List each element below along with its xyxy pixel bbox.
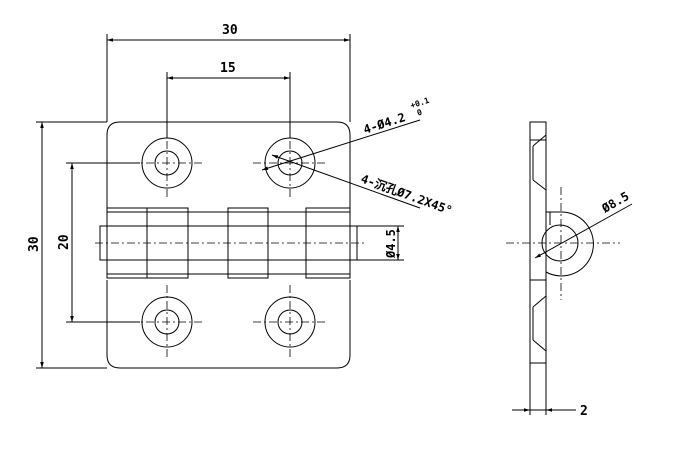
side-view: Ø8.5 2 [506, 121, 633, 419]
dim-height: 30 [27, 236, 42, 252]
callout-countersink: 4-沉孔Ø7.2X45° [359, 171, 455, 218]
dim-thickness: 2 [580, 404, 588, 419]
dim-pin: Ø4.5 [384, 229, 398, 259]
callout-through-hole: 4-Ø4.2 [362, 110, 408, 137]
svg-text:0: 0 [416, 108, 424, 118]
dim-width: 30 [222, 23, 238, 38]
mounting-holes [130, 125, 328, 360]
dim-hole-vspacing: 20 [57, 234, 72, 250]
front-view: 30 15 30 20 Ø4.5 4-Ø4.2 +0.1 0 4-沉孔Ø7.2X… [27, 23, 455, 369]
dim-hole-spacing: 15 [220, 61, 236, 76]
dim-knuckle: Ø8.5 [599, 189, 632, 216]
